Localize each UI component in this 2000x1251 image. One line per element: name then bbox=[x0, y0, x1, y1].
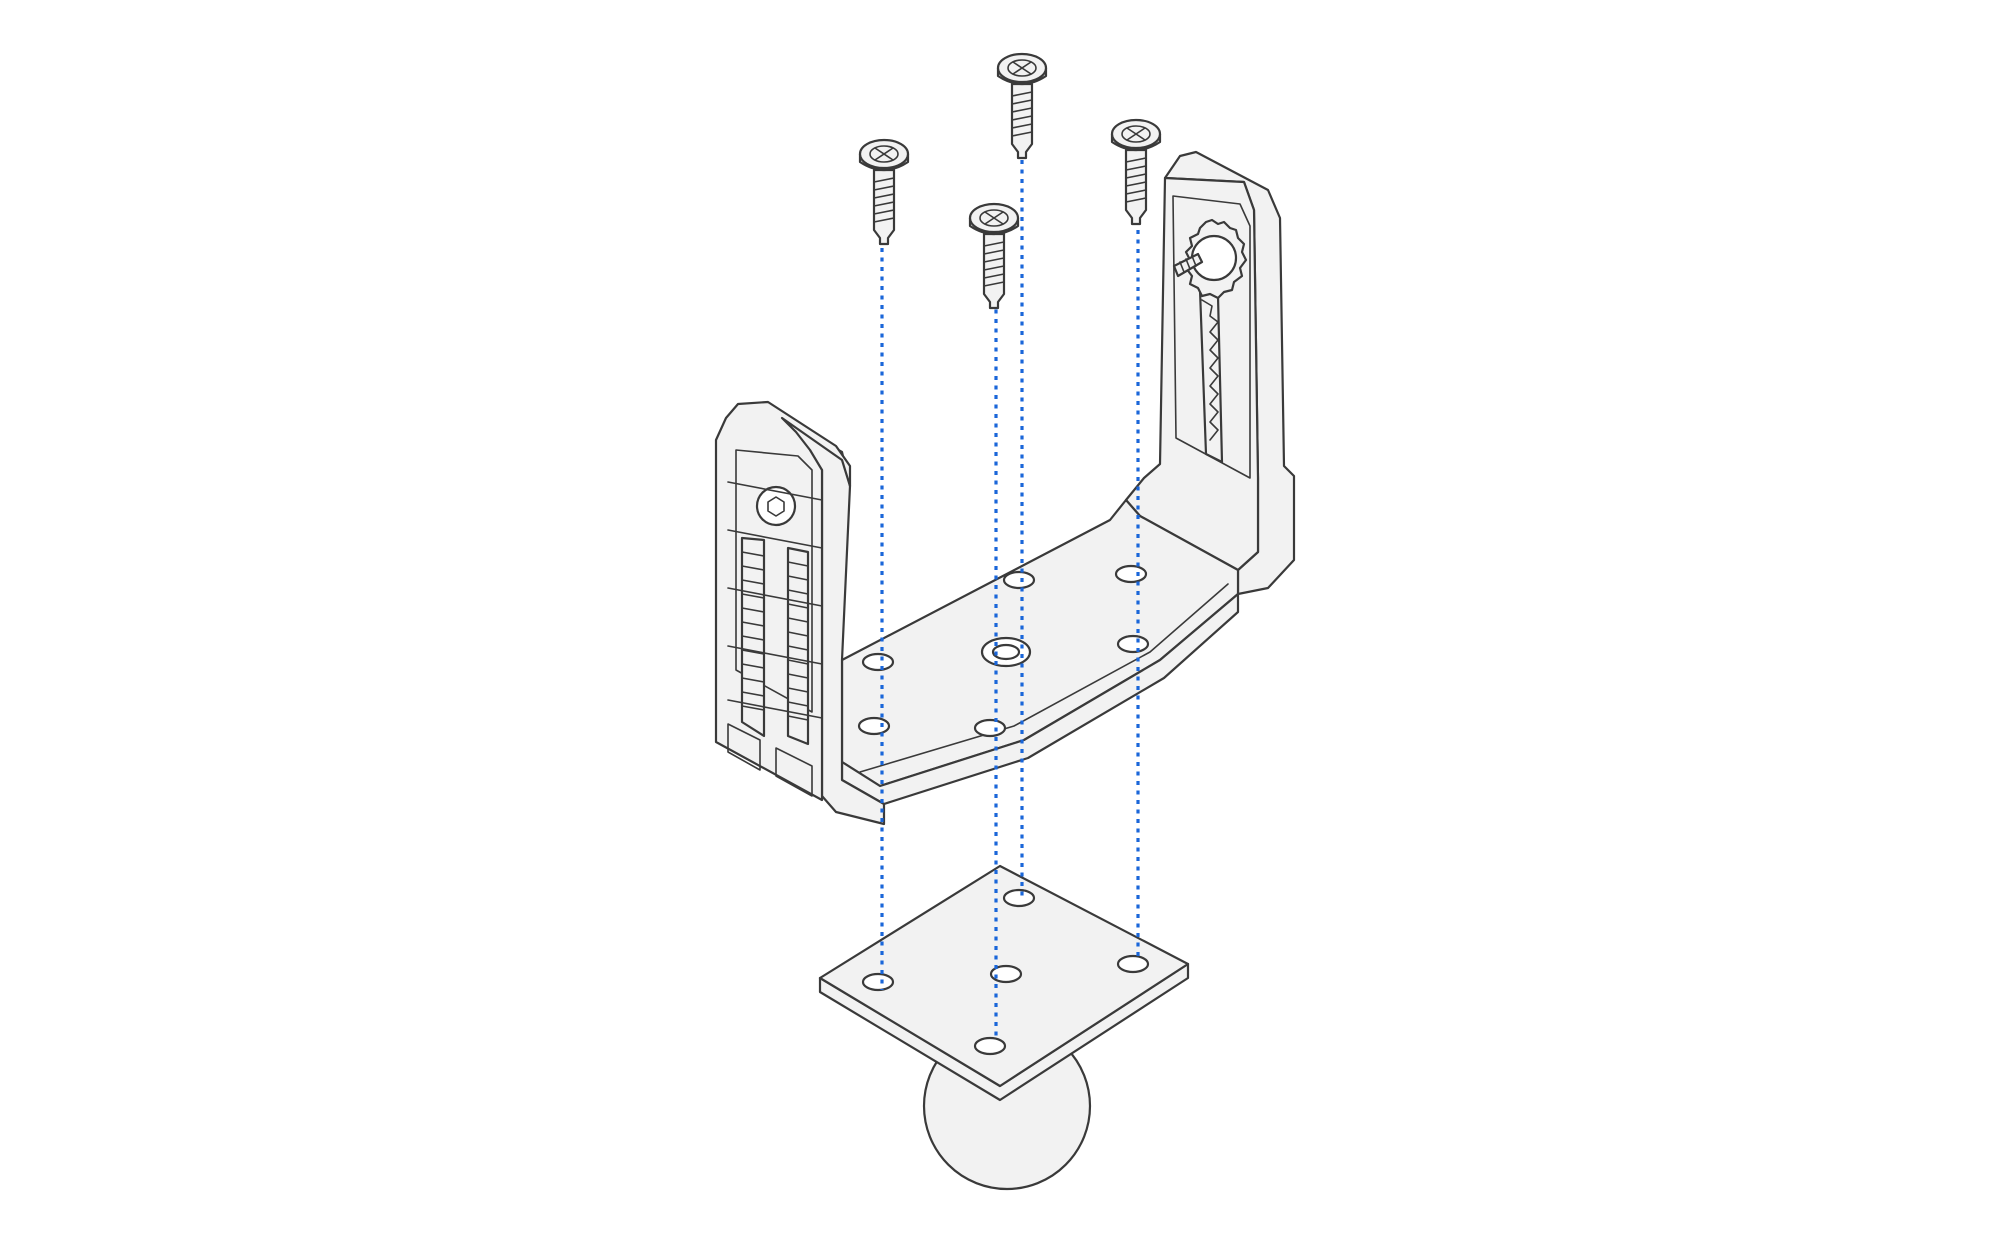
plate-hole bbox=[1002, 888, 1036, 908]
bracket-hole bbox=[973, 718, 1007, 738]
bracket-hole bbox=[1116, 634, 1150, 654]
mounting-bracket bbox=[714, 150, 1296, 826]
hex-bolt bbox=[755, 485, 797, 527]
plate-hole bbox=[973, 1036, 1007, 1056]
base-plate bbox=[818, 864, 1190, 1102]
plate-hole bbox=[1116, 954, 1150, 974]
grip-ribs-left bbox=[727, 481, 823, 746]
alignment-guides bbox=[880, 160, 1140, 1040]
bracket-hole bbox=[1114, 564, 1148, 584]
tilt-knob bbox=[1172, 218, 1248, 300]
plate-hole bbox=[989, 964, 1023, 984]
screw-icon bbox=[968, 202, 1020, 310]
screw-icon bbox=[1110, 118, 1162, 226]
screw-icon bbox=[996, 52, 1048, 160]
center-boss bbox=[980, 636, 1032, 668]
screw-icon bbox=[858, 138, 910, 246]
plate-hole bbox=[861, 972, 895, 992]
bracket-hole bbox=[857, 716, 891, 736]
bracket-hole bbox=[1002, 570, 1036, 590]
screw-group bbox=[858, 52, 1162, 310]
bracket-hole bbox=[861, 652, 895, 672]
